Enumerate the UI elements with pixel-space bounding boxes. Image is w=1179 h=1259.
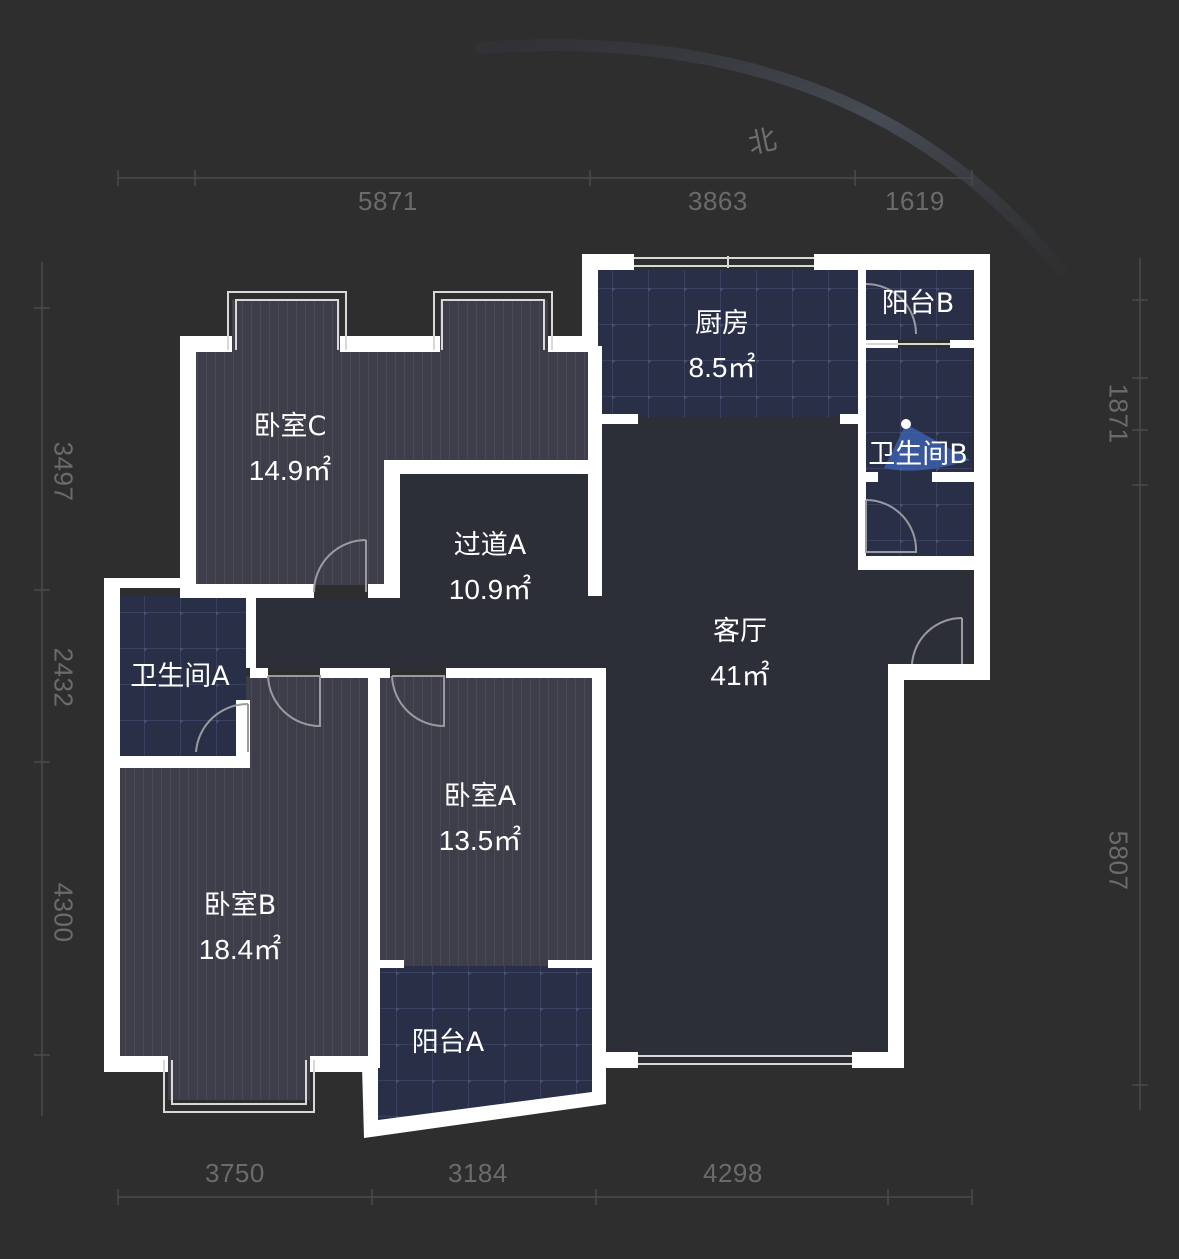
dim-bottom-2: 3184 (448, 1158, 508, 1188)
walls (104, 254, 990, 1138)
room-area: 13.5㎡ (438, 825, 522, 856)
room-name: 卫生间A (130, 661, 230, 692)
room-living-room[interactable]: 客厅 41㎡ (710, 610, 769, 698)
compass-arc (474, 39, 1066, 276)
room-name: 卧室A (443, 781, 517, 812)
room-balcony-a[interactable]: 阳台A (412, 1021, 484, 1065)
dimension-lines (34, 170, 1148, 1205)
room-name: 客厅 (713, 616, 767, 647)
dim-left-2: 2432 (48, 647, 79, 708)
room-name: 阳台A (411, 1027, 485, 1058)
room-bedroom-c[interactable]: 卧室C 14.9㎡ (249, 405, 332, 493)
room-area: 18.4㎡ (198, 934, 282, 965)
room-balcony-b[interactable]: 阳台B (882, 282, 955, 326)
dim-left-3: 4300 (48, 882, 79, 943)
room-area: 10.9㎡ (448, 574, 532, 605)
room-corridor-a[interactable]: 过道A 10.9㎡ (449, 524, 532, 612)
room-name: 厨房 (695, 308, 749, 339)
dim-top-3: 1619 (885, 186, 945, 216)
room-area: 8.5㎡ (688, 352, 756, 383)
room-area: 41㎡ (710, 660, 770, 691)
room-name: 阳台B (881, 288, 955, 319)
room-bedroom-a[interactable]: 卧室A 13.5㎡ (439, 775, 522, 863)
dim-bottom-3: 4298 (703, 1158, 763, 1188)
room-name: 过道A (453, 530, 527, 561)
windows (163, 256, 950, 1113)
dim-left-1: 3497 (48, 441, 79, 502)
floors (120, 270, 972, 1120)
room-bathroom-a[interactable]: 卫生间A (130, 655, 229, 699)
room-bathroom-b[interactable]: 卫生间B (868, 433, 968, 477)
room-area: 14.9㎡ (248, 455, 332, 486)
dim-top-1: 5871 (358, 186, 418, 216)
room-name: 卧室C (253, 411, 327, 442)
room-name: 卫生间B (868, 439, 968, 470)
dim-right-2: 5807 (1103, 830, 1134, 891)
room-name: 卧室B (203, 890, 277, 921)
dim-top-2: 3863 (688, 186, 748, 216)
viewpoint-marker (884, 419, 970, 471)
dim-right-1: 1871 (1103, 383, 1134, 444)
room-bedroom-b[interactable]: 卧室B 18.4㎡ (199, 884, 282, 972)
doors (195, 283, 963, 753)
room-kitchen[interactable]: 厨房 8.5㎡ (689, 302, 756, 390)
dim-bottom-1: 3750 (205, 1158, 265, 1188)
